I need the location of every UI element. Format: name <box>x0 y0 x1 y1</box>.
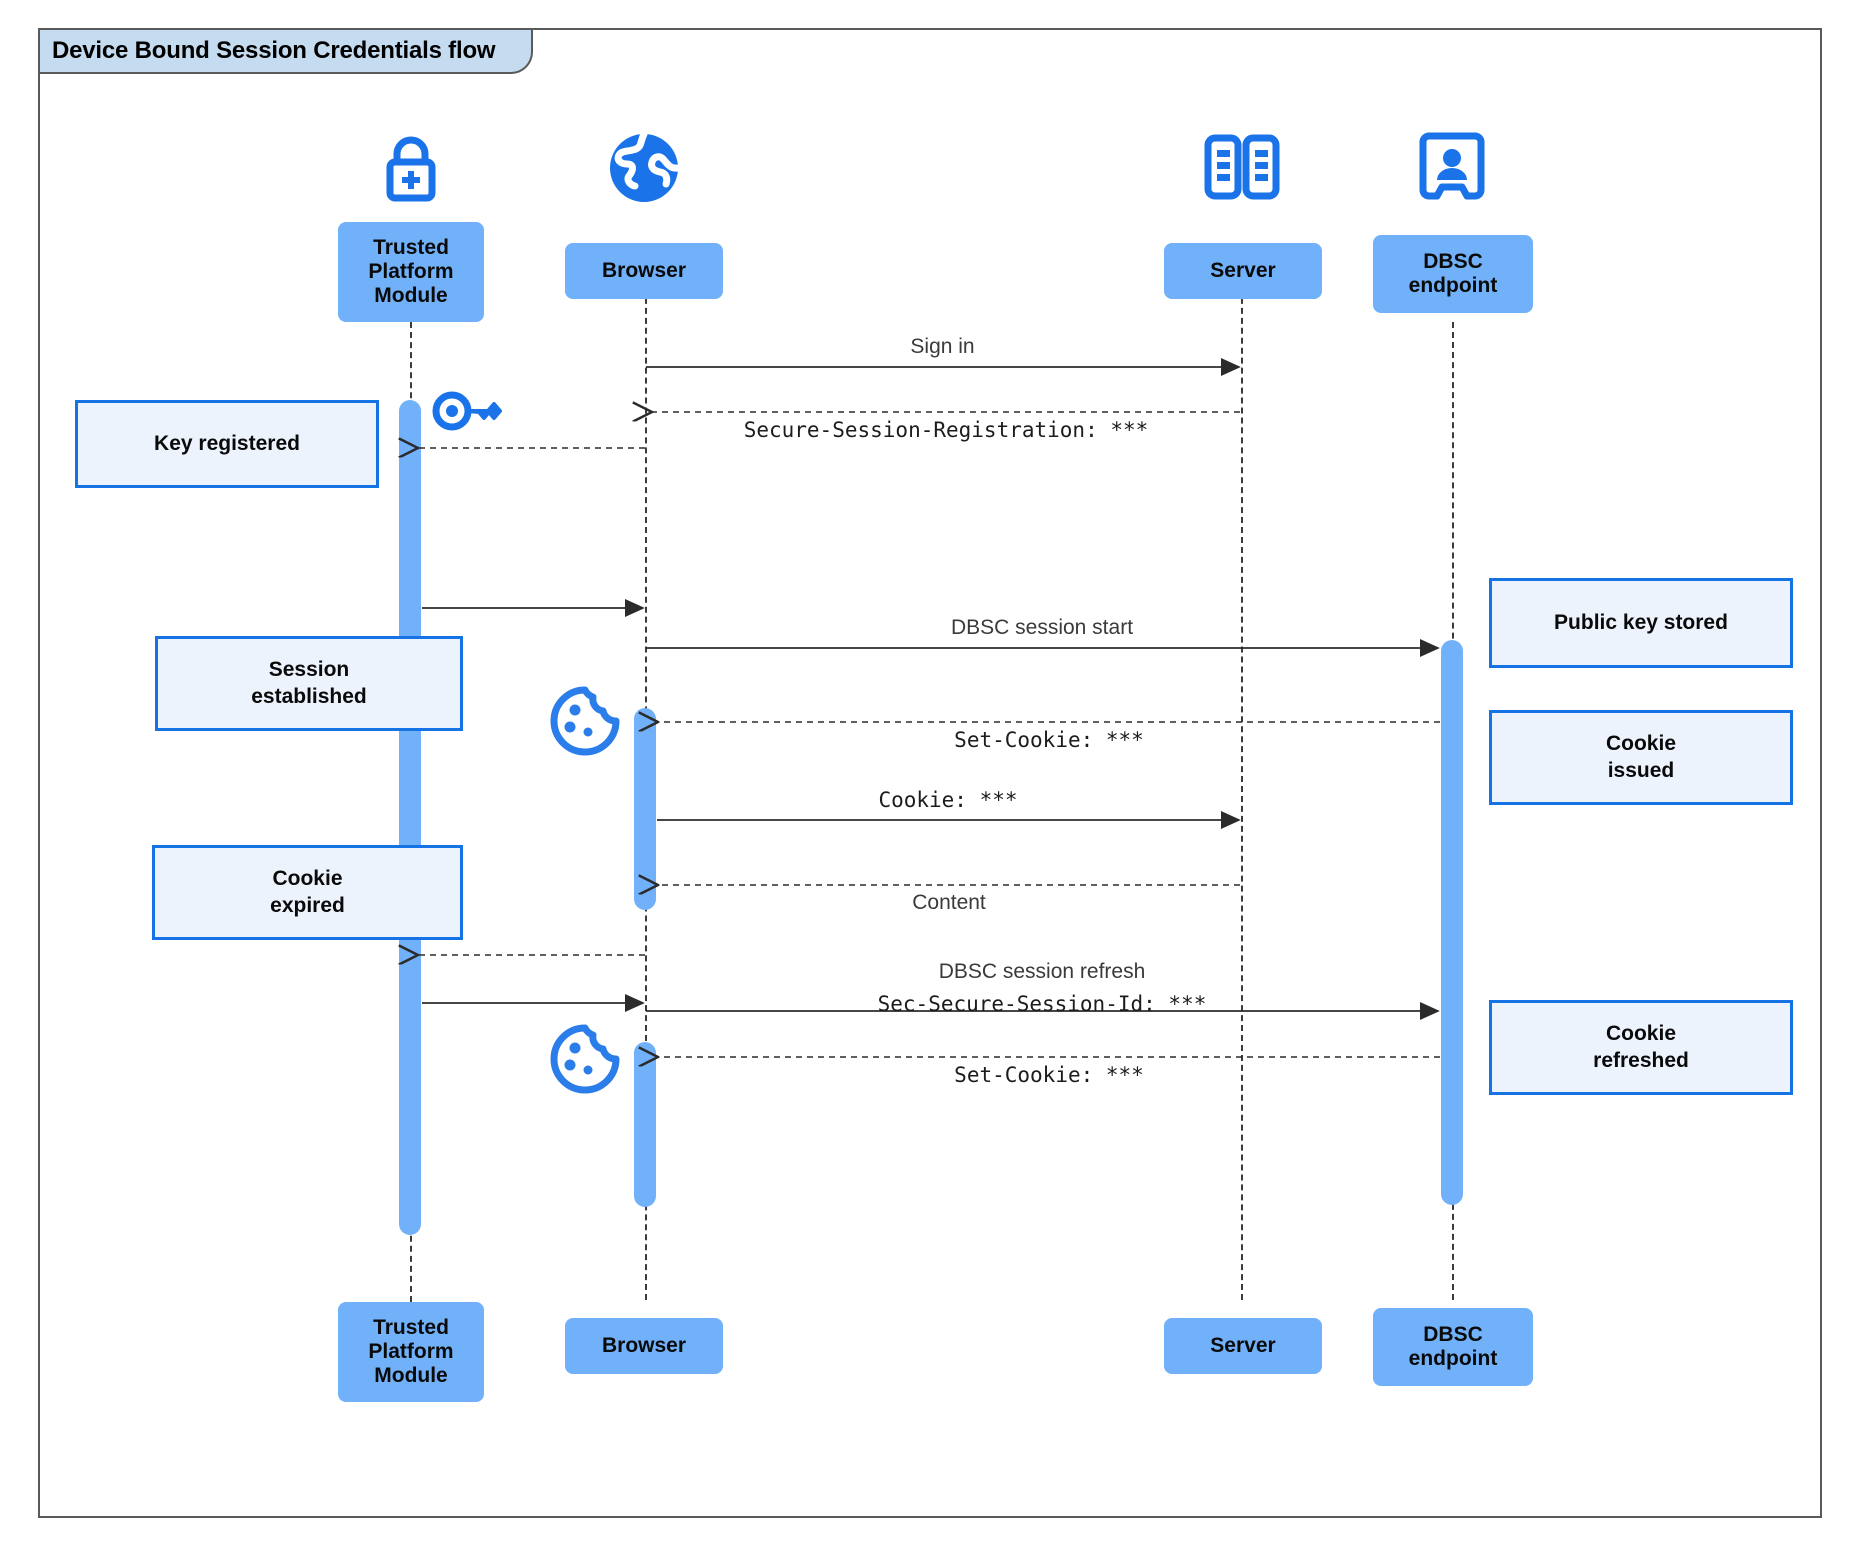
participant-label: Browser <box>601 259 687 283</box>
activation-bar-browser-2 <box>634 1042 656 1207</box>
globe-icon <box>604 128 684 208</box>
participant-label: Browser <box>601 1334 687 1358</box>
frame-title-box: Device Bound Session Credentials flow <box>38 28 508 74</box>
message-label-set-cookie-2: Set-Cookie: *** <box>954 1063 1144 1087</box>
server-rack-icon <box>1200 128 1284 208</box>
note-text: Key registered <box>154 431 300 455</box>
cookie-icon <box>548 1022 622 1096</box>
frame-title-text: Device Bound Session Credentials flow <box>52 37 496 64</box>
id-badge-icon <box>1417 128 1487 208</box>
participant-box-server-bottom[interactable]: Server <box>1164 1318 1322 1374</box>
lifeline-server <box>1241 278 1243 1300</box>
lock-plus-icon <box>371 128 451 208</box>
key-icon <box>430 385 510 437</box>
note-text: Public key stored <box>1554 610 1728 634</box>
participant-box-browser-bottom[interactable]: Browser <box>565 1318 723 1374</box>
message-label-sign-in: Sign in <box>910 335 975 358</box>
participant-label: Server <box>1210 1334 1276 1358</box>
activation-bar-browser-1 <box>634 708 656 910</box>
frame-title-notch <box>507 28 534 74</box>
participant-box-server-top[interactable]: Server <box>1164 243 1322 299</box>
message-label-set-cookie-1: Set-Cookie: *** <box>954 728 1144 752</box>
note-key-registered: Key registered <box>75 400 379 488</box>
note-public-key-stored: Public key stored <box>1489 578 1793 668</box>
activation-bar-dbsc <box>1441 640 1463 1205</box>
message-label-dbsc-session-start: DBSC session start <box>950 616 1134 639</box>
message-label-dbsc-session-refresh: DBSC session refresh <box>938 960 1146 983</box>
message-label-secure-session-registration: Secure-Session-Registration: *** <box>743 418 1149 442</box>
message-label-cookie: Cookie: *** <box>878 788 1018 812</box>
activation-bar-tpm <box>399 400 421 1235</box>
message-label-content: Content <box>912 891 986 914</box>
cookie-icon <box>548 684 622 758</box>
participant-label: Server <box>1210 259 1276 283</box>
participant-box-browser-top[interactable]: Browser <box>565 243 723 299</box>
message-label-sec-secure-session-id: Sec-Secure-Session-Id: *** <box>877 992 1207 1016</box>
